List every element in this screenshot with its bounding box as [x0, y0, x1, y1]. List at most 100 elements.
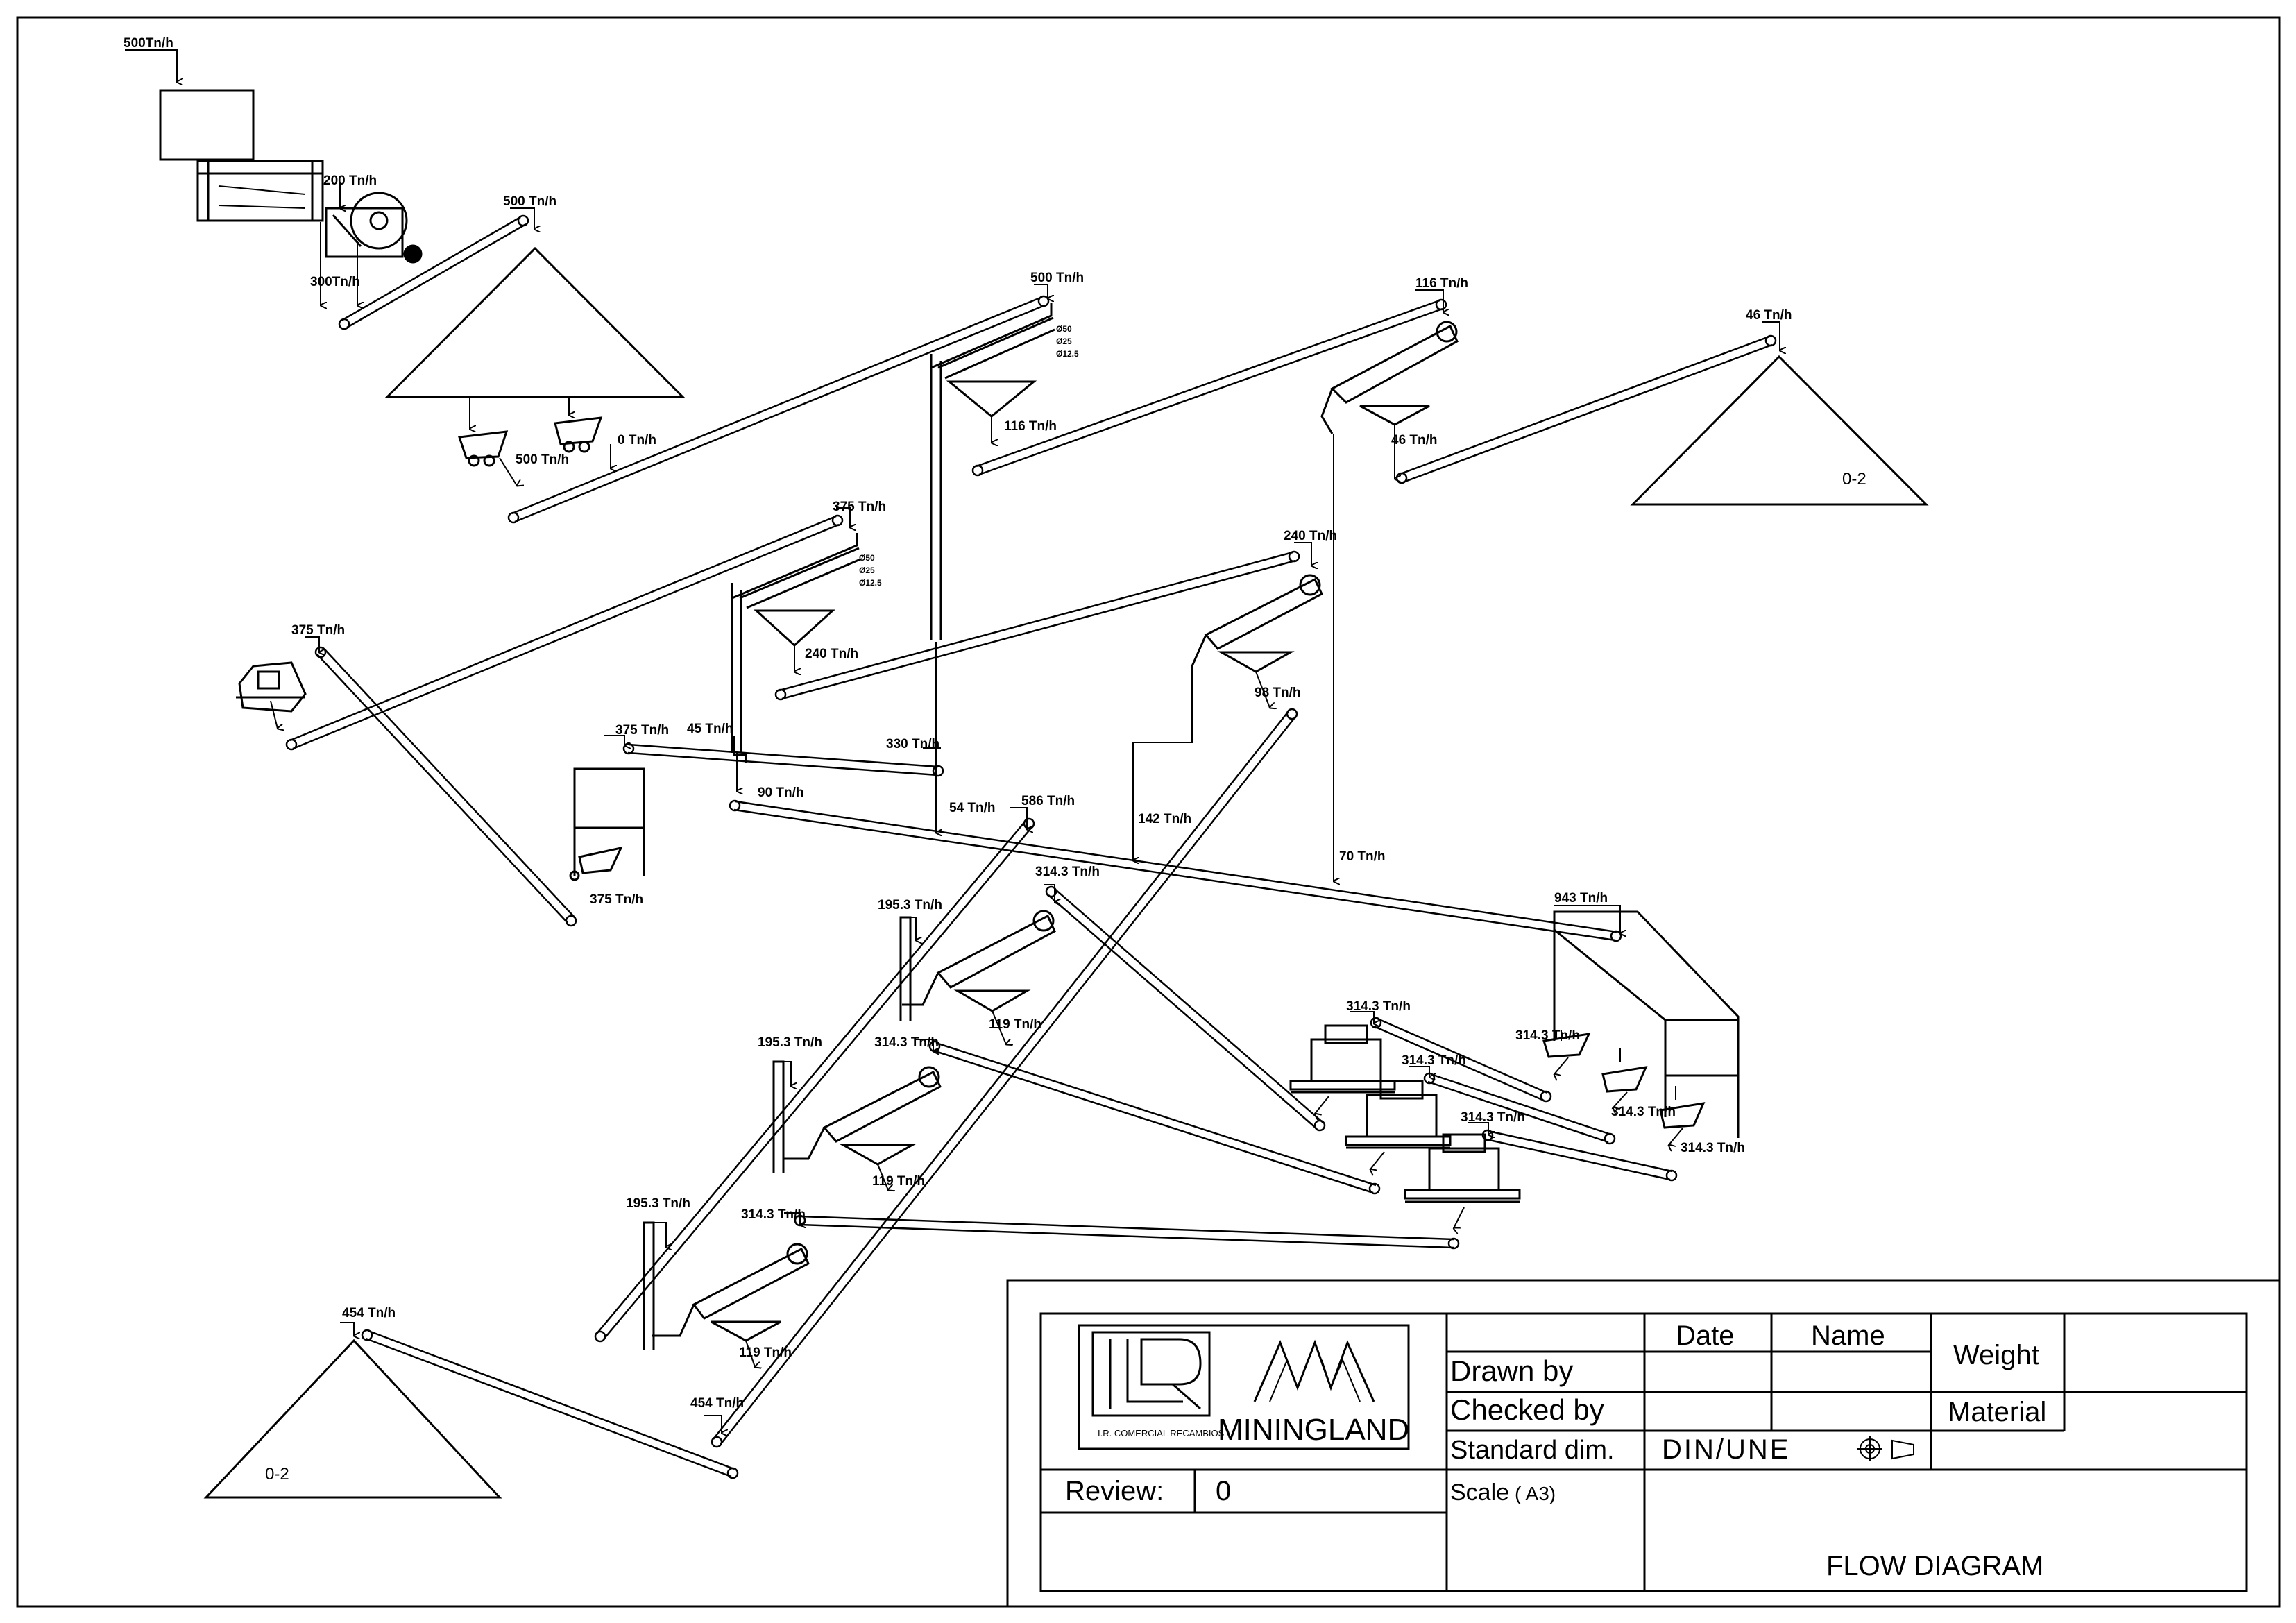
flow-labels: 500Tn/h 200 Tn/h 300Tn/h 500 Tn/h 500 Tn…	[124, 36, 1866, 1484]
drawn-by-label: Drawn by	[1450, 1354, 1573, 1387]
col-date: Date	[1676, 1320, 1735, 1351]
stockpile-0-2-b	[203, 1339, 502, 1499]
label-cone-in: 375 Tn/h	[291, 623, 345, 638]
label-hf1: 314.3 Tn/h	[1515, 1028, 1580, 1043]
conveyor-18	[361, 1329, 739, 1479]
primary-station	[159, 89, 423, 264]
label-cls5-side: 195.3 Tn/h	[626, 1196, 690, 1211]
label-bin-out: 375 Tn/h	[590, 892, 643, 907]
label-pile1-name: 0-2	[1842, 470, 1866, 488]
miningland-wordmark: MININGLAND	[1218, 1413, 1409, 1447]
conveyor-15	[1370, 1017, 1552, 1103]
surge-bin	[569, 767, 645, 881]
vsi-crusher-2	[1345, 1080, 1452, 1149]
label-flow-142: 142 Tn/h	[1138, 812, 1191, 826]
conveyor-17	[1481, 1129, 1678, 1182]
label-feeder-b: 0 Tn/h	[618, 433, 656, 448]
grizzly-feeder	[196, 160, 324, 222]
label-cls4-side: 195.3 Tn/h	[758, 1035, 822, 1050]
label-bin-in: 375 Tn/h	[615, 723, 669, 738]
flow-arrows	[125, 49, 1780, 1433]
label-vsi1: 314.3 Tn/h	[1346, 999, 1411, 1014]
feed-hopper	[159, 89, 255, 161]
classifier-3	[902, 910, 1056, 1012]
label-screen1-in: 500 Tn/h	[1030, 271, 1084, 285]
title-block: I.R. COMERCIAL RECAMBIOS MININGLAND Date…	[1006, 1279, 2281, 1608]
label-scr1-mesh2: Ø25	[1056, 337, 1072, 346]
label-flow-586: 586 Tn/h	[1021, 794, 1075, 808]
label-pile2-name: 0-2	[265, 1465, 289, 1484]
vsi-crusher-3	[1404, 1133, 1521, 1203]
reclaim-feeder-b	[554, 416, 603, 453]
ir-logo: I.R. COMERCIAL RECAMBIOS	[1091, 1331, 1225, 1438]
scale-value: ( A3)	[1515, 1483, 1556, 1504]
conveyor-3	[971, 298, 1447, 477]
screen-2	[731, 533, 861, 753]
review-label: Review:	[1065, 1476, 1164, 1506]
conveyor-4	[1395, 334, 1777, 484]
miningland-logo: MININGLAND	[1218, 1339, 1409, 1447]
label-scr2-mesh1: Ø50	[859, 553, 875, 563]
label-grizzly-under: 200 Tn/h	[323, 173, 377, 188]
classifier-1	[1320, 321, 1459, 434]
label-cls4-in: 314.3 Tn/h	[874, 1035, 939, 1050]
projection-symbol-icon	[1857, 1436, 1914, 1461]
conveyor-11	[711, 708, 1298, 1448]
screen-1	[930, 303, 1055, 640]
stockpile-main	[384, 246, 686, 398]
label-feeder-a: 500 Tn/h	[516, 452, 569, 467]
title-block-outer	[1006, 1279, 2281, 1608]
distribution-hopper	[1553, 910, 1740, 1138]
classifier-2	[1191, 574, 1323, 687]
label-feed: 500Tn/h	[124, 36, 173, 51]
conveyor-12	[1045, 885, 1326, 1132]
checked-by-label: Checked by	[1450, 1393, 1604, 1426]
cone-crusher	[236, 661, 307, 713]
review-value: 0	[1216, 1476, 1231, 1506]
label-pile2-in: 454 Tn/h	[342, 1306, 396, 1320]
label-flow-45: 45 Tn/h	[687, 722, 733, 736]
label-cls3-out: 119 Tn/h	[989, 1017, 1041, 1032]
label-scr2-mesh2: Ø25	[859, 566, 875, 575]
label-scr1-mesh3: Ø12.5	[1056, 349, 1079, 359]
label-flow-330: 330 Tn/h	[886, 737, 939, 751]
material-label: Material	[1948, 1397, 2046, 1427]
conveyor-8	[622, 742, 944, 777]
label-cls3-side: 195.3 Tn/h	[878, 898, 942, 912]
hopper-feeders	[1542, 1033, 1706, 1129]
standard-dim-value: DIN/UNE	[1662, 1434, 1790, 1465]
side-ducts	[643, 916, 912, 1350]
conveyor-16	[1423, 1072, 1616, 1145]
label-pile1-in: 46 Tn/h	[1746, 308, 1792, 323]
classifier-5	[652, 1243, 810, 1342]
label-cls5-in: 314.3 Tn/h	[741, 1207, 806, 1222]
conveyors	[285, 214, 1777, 1479]
conveyor-10	[594, 817, 1035, 1343]
label-cls1-out: 46 Tn/h	[1391, 433, 1438, 448]
label-hf3: 314.3 Tn/h	[1681, 1141, 1745, 1155]
label-conv1-top: 500 Tn/h	[503, 194, 556, 209]
standard-dim-label: Standard dim.	[1450, 1436, 1615, 1465]
label-cls2-in: 240 Tn/h	[1284, 529, 1337, 543]
conveyor-1	[338, 214, 529, 330]
label-hf2: 314.3 Tn/h	[1611, 1105, 1676, 1119]
label-flow-90: 90 Tn/h	[758, 785, 804, 800]
label-hopper-in: 943 Tn/h	[1554, 891, 1608, 906]
col-name: Name	[1811, 1320, 1885, 1351]
label-screen1-fine: 116 Tn/h	[1004, 419, 1057, 434]
classifiers	[652, 321, 1459, 1342]
label-cls2-out: 98 Tn/h	[1255, 686, 1301, 700]
conveyor-5	[285, 514, 844, 751]
reclaim-feeder-a	[457, 430, 509, 467]
conveyor-14	[794, 1214, 1460, 1250]
label-flow-54: 54 Tn/h	[949, 801, 996, 815]
reclaim-feeders	[457, 416, 603, 467]
drawing-title: FLOW DIAGRAM	[1826, 1551, 2043, 1581]
label-vsi3: 314.3 Tn/h	[1461, 1110, 1525, 1125]
label-cls4-out: 119 Tn/h	[872, 1174, 925, 1189]
label-cls3-in: 314.3 Tn/h	[1035, 865, 1100, 879]
label-scr1-mesh1: Ø50	[1056, 324, 1072, 334]
stockpile-0-2-a	[1630, 355, 1929, 506]
label-scr2-mesh3: Ø12.5	[859, 578, 882, 588]
